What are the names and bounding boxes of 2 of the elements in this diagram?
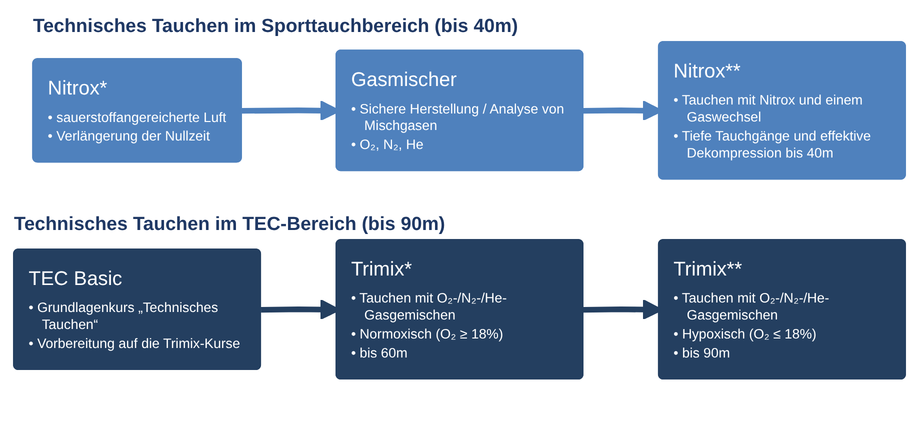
section-heading: Technisches Tauchen im Sporttauchbereich (bis 40m) — [33, 16, 518, 38]
section-heading: Technisches Tauchen im TEC-Bereich (bis 90m) — [14, 214, 446, 236]
